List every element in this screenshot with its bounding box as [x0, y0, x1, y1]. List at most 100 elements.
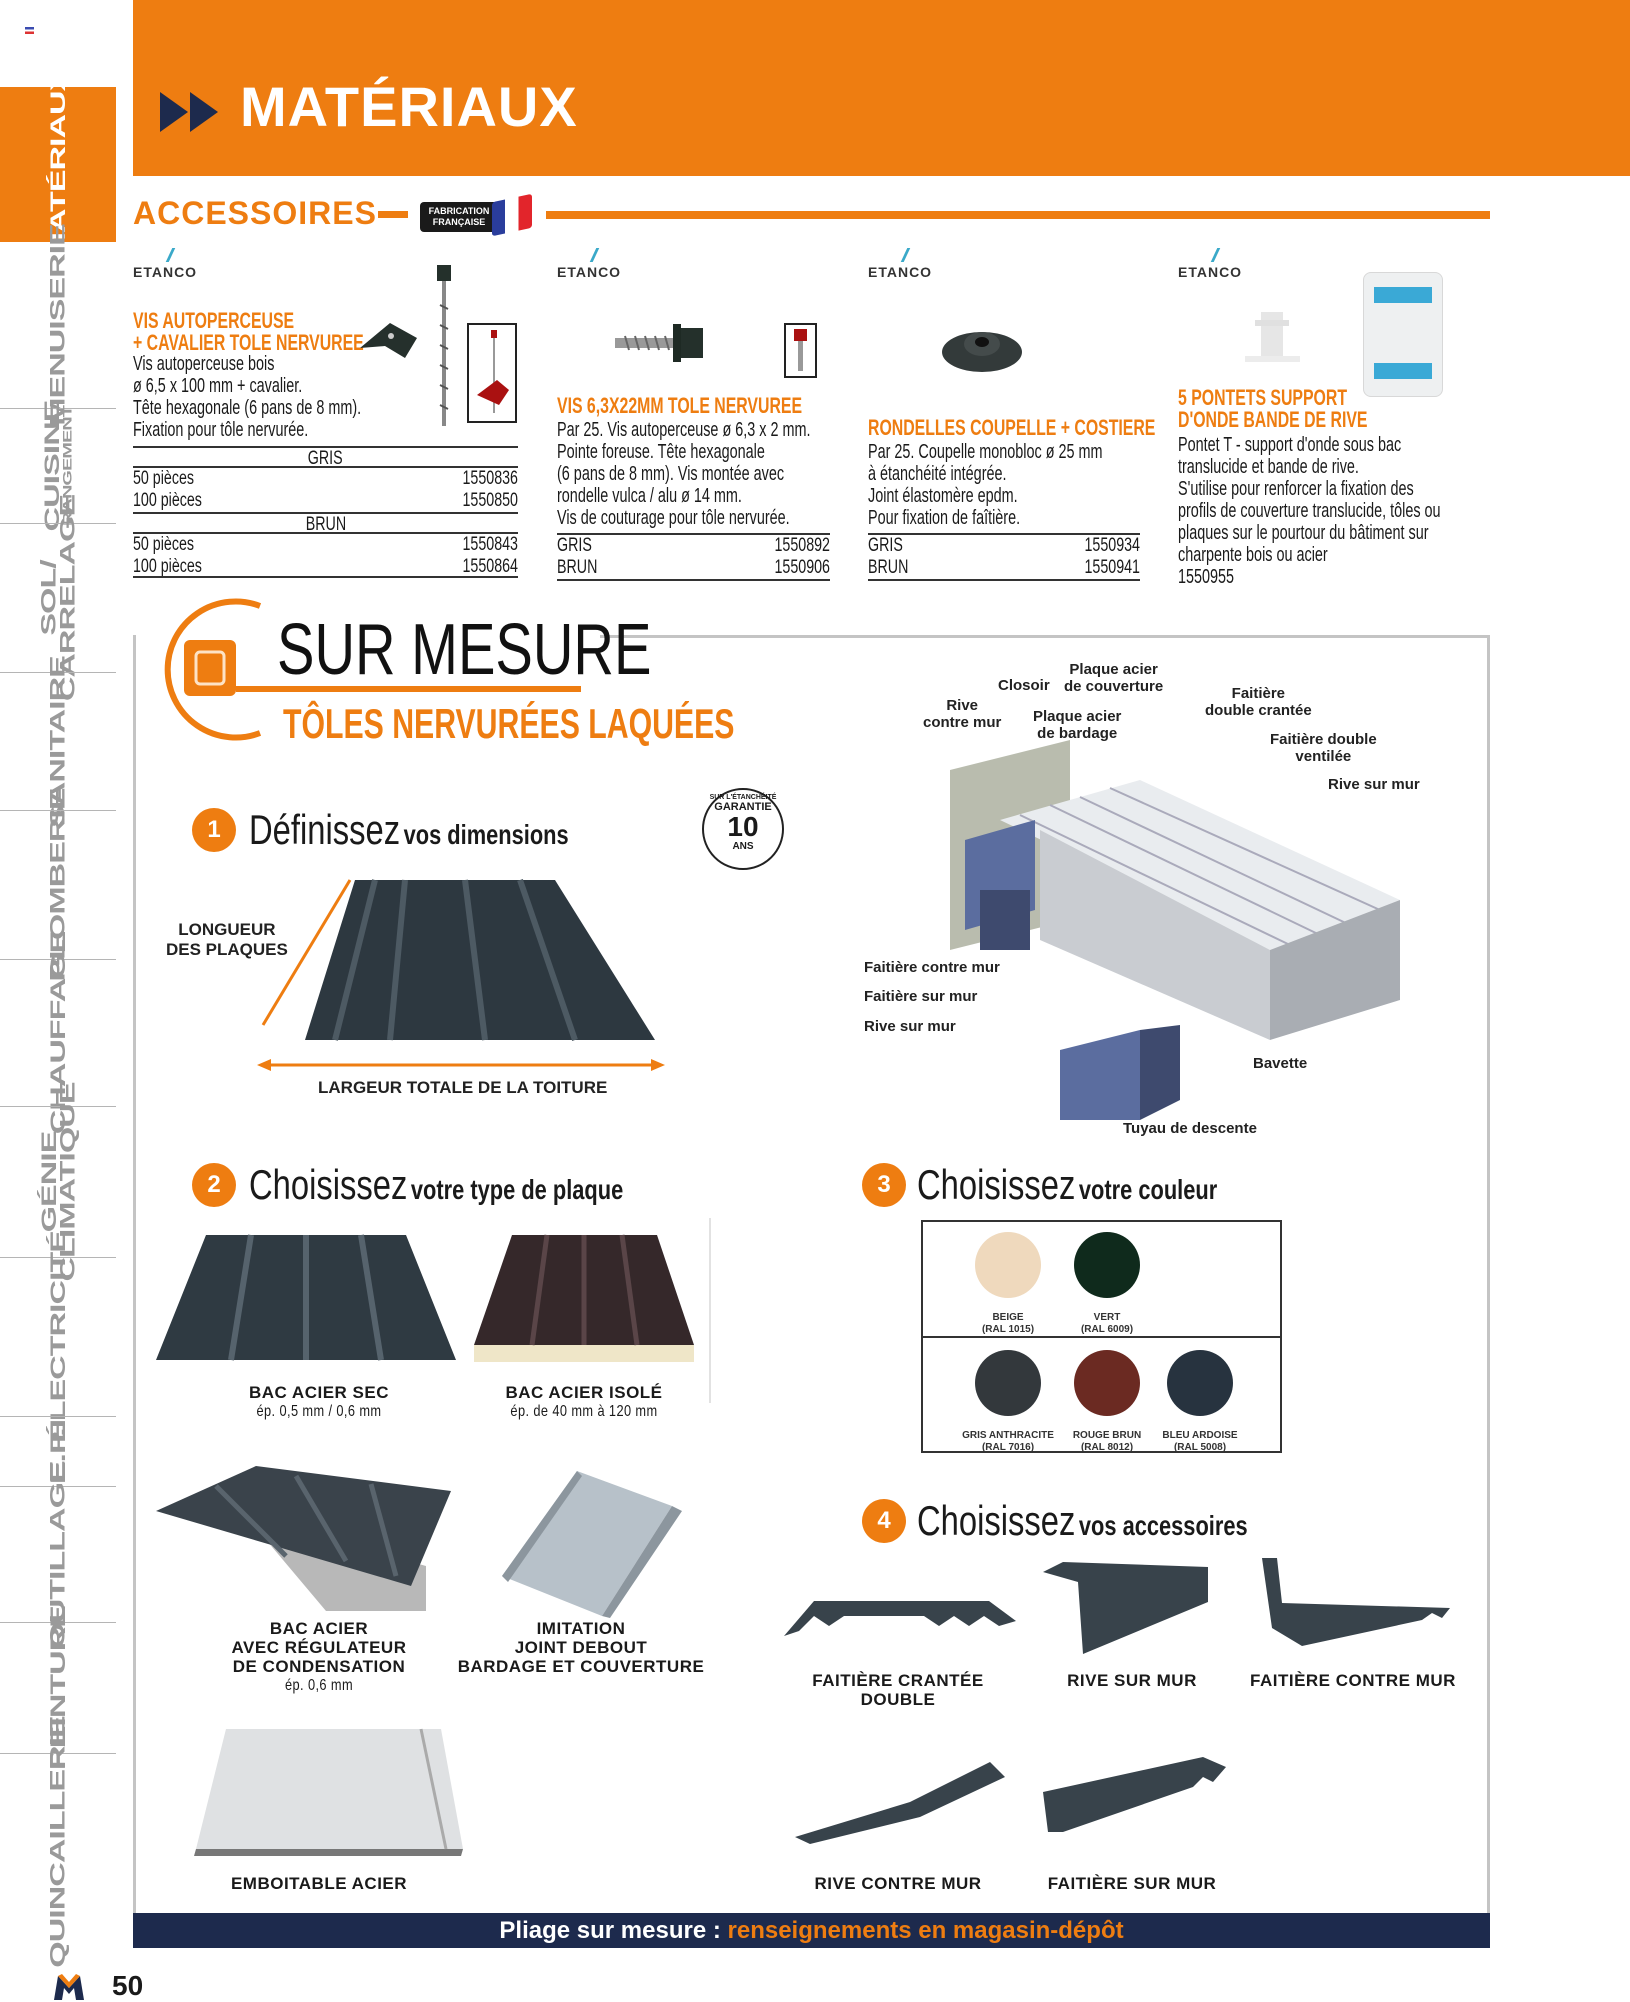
rive-contre-mur-image — [795, 1762, 1005, 1844]
color-name: VERT — [1093, 1312, 1121, 1323]
divider — [0, 810, 116, 811]
label-tuyau-descente: Tuyau de descente — [1123, 1120, 1257, 1137]
red-variant-thumbnail — [467, 323, 517, 423]
banner-highlight: renseignements en magasin-dépôt — [727, 1917, 1124, 1944]
step-title: Définissez vos dimensions — [249, 806, 569, 853]
divider — [0, 1753, 116, 1754]
color-label: BEIGE(RAL 1015) — [948, 1312, 1068, 1336]
product-description: Par 25. Vis autoperceuse ø 6,3 x 2 mm. P… — [557, 419, 811, 529]
sur-mesure-title: SUR MESURE — [277, 610, 652, 690]
header-banner — [133, 0, 1630, 176]
label-rive-sur-mur: Rive sur mur — [1328, 776, 1420, 793]
color-ral: (RAL 5008) — [1173, 1442, 1227, 1453]
product-description: Pontet T - support d'onde sous bac trans… — [1178, 434, 1441, 588]
step-title: Choisissez vos accessoires — [917, 1497, 1248, 1544]
sheet-dimensions-diagram — [257, 879, 665, 1071]
divider — [0, 523, 116, 524]
divider — [600, 635, 1490, 638]
badge-line: FABRICATION — [428, 206, 490, 216]
color-label: BLEU ARDOISE(RAL 5008) — [1140, 1430, 1260, 1454]
color-swatch-gris-anthracite[interactable] — [975, 1350, 1041, 1416]
pontet-image — [1245, 312, 1300, 362]
divider — [709, 1218, 711, 1403]
page-number: 50 — [112, 1970, 144, 2001]
page-title: MATÉRIAUX — [240, 75, 578, 138]
color-ral: (RAL 8012) — [1080, 1442, 1134, 1453]
double-arrow-icon — [160, 92, 218, 132]
color-name: BEIGE — [992, 1312, 1024, 1323]
bottom-banner: Pliage sur mesure : renseignements en ma… — [133, 1913, 1490, 1948]
group-header: GRIS — [133, 446, 518, 469]
sidebar-item-outillage[interactable]: OUTILLAGE — [46, 1460, 70, 1649]
bac-acier-sec-image — [156, 1234, 456, 1361]
french-flag-icon — [492, 193, 532, 237]
product-description: Par 25. Coupelle monobloc ø 25 mm à étan… — [868, 441, 1103, 529]
product-reference: 1550955 — [1178, 566, 1235, 588]
accessory-rive-sur-mur: RIVE SUR MUR — [1067, 1671, 1197, 1690]
divider — [0, 1257, 116, 1258]
fabrication-francaise-badge: FABRICATION FRANÇAISE — [420, 193, 538, 237]
divider — [0, 672, 116, 673]
sidebar-item-materiaux[interactable]: MATÉRIAUX — [0, 69, 116, 260]
screw-image — [615, 324, 703, 362]
divider — [0, 1106, 116, 1107]
label-bavette: Bavette — [1253, 1055, 1308, 1072]
step-number: 1 — [192, 808, 236, 852]
step-title: Choisissez votre couleur — [917, 1161, 1218, 1208]
divider — [378, 211, 408, 218]
sur-mesure-logo — [164, 598, 581, 741]
color-label: ROUGE BRUN(RAL 8012) — [1047, 1430, 1167, 1454]
divider — [0, 1486, 116, 1487]
color-ral: (RAL 7016) — [981, 1442, 1035, 1453]
flag-icon — [25, 27, 34, 34]
color-swatch-vert[interactable] — [1074, 1232, 1140, 1298]
building-diagram — [950, 740, 1400, 1120]
faitiere-contre-mur-image — [1262, 1558, 1450, 1646]
badge-line: FRANÇAISE — [432, 217, 486, 227]
faitiere-crantee-double-image — [784, 1601, 1016, 1636]
divider — [0, 1622, 116, 1623]
sur-mesure-subtitle: TÔLES NERVURÉES LAQUÉES — [283, 700, 735, 747]
color-ral: (RAL 1015) — [981, 1324, 1035, 1335]
red-variant-thumbnail — [784, 323, 817, 378]
rive-sur-mur-image — [1043, 1562, 1208, 1654]
divider — [0, 408, 116, 409]
sidebar-item-sol-carrelage[interactable]: SOL/CARRELAGE — [0, 495, 116, 701]
color-swatch-rouge-brun[interactable] — [1074, 1350, 1140, 1416]
bac-acier-isole-image — [474, 1234, 694, 1362]
color-label: GRIS ANTHRACITE(RAL 7016) — [948, 1430, 1068, 1454]
label-faitiere-contre-mur: Faitière contre mur — [864, 959, 1000, 976]
product-title: VIS AUTOPERCEUSE + CAVALIER TOLE NERVURE… — [133, 308, 364, 355]
sidebar-item-quincaillerie[interactable]: QUINCAILLERIE — [46, 1715, 70, 1968]
divider — [0, 1416, 116, 1417]
label-closoir: Closoir — [998, 677, 1050, 694]
color-name: GRIS ANTHRACITE — [962, 1430, 1054, 1441]
color-swatch-bleu-ardoise[interactable] — [1167, 1350, 1233, 1416]
sidebar-item-electricite[interactable]: ÉLECTRICITÉ — [46, 1231, 70, 1443]
step-number: 4 — [862, 1499, 906, 1543]
color-name: BLEU ARDOISE — [1162, 1430, 1238, 1441]
color-swatch-beige[interactable] — [975, 1232, 1041, 1298]
brand-logo: ETANCO — [557, 248, 621, 280]
divider — [546, 211, 1490, 219]
label-faitiere-sur-mur: Faitière sur mur — [864, 988, 978, 1005]
sidebar-item-menuiserie[interactable]: MENUISERIE — [46, 224, 70, 426]
banner-lead: Pliage sur mesure : — [499, 1917, 728, 1944]
accessory-rive-contre-mur: RIVE CONTRE MUR — [814, 1874, 982, 1893]
accessory-faitiere-sur-mur: FAITIÈRE SUR MUR — [1047, 1874, 1217, 1893]
color-label: VERT(RAL 6009) — [1047, 1312, 1167, 1336]
emboitable-acier-image — [194, 1728, 463, 1856]
screw-image — [437, 265, 451, 426]
